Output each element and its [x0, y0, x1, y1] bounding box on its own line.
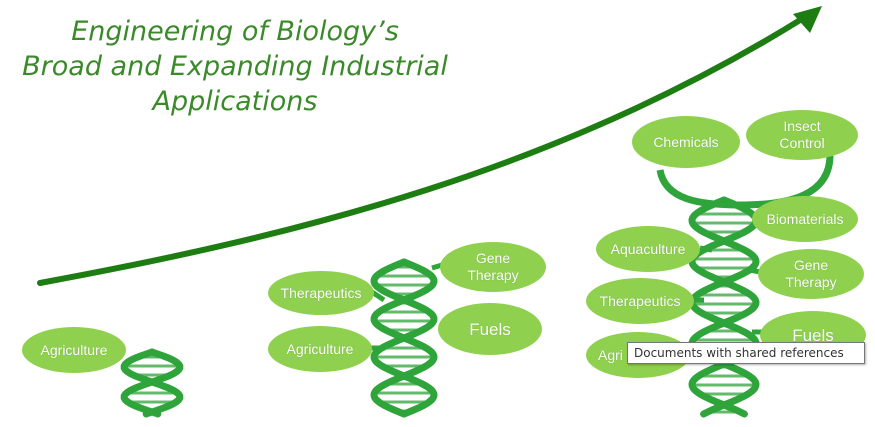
bubble-gene-therapy-stage3: Gene Therapy — [758, 249, 864, 299]
helix-strand — [120, 348, 184, 418]
bubble-biomaterials: Biomaterials — [752, 196, 858, 242]
title-line-3: Applications — [152, 86, 318, 117]
growth-arrow-head — [793, 6, 822, 33]
helix-connector — [370, 289, 386, 303]
dna-helix-medium — [370, 258, 438, 418]
dna-helix-large — [370, 196, 762, 418]
helix-strand — [688, 196, 760, 418]
bubble-therapeutics-stage3: Therapeutics — [586, 278, 694, 324]
helix-top-loop — [656, 154, 834, 209]
bubble-fuels-stage2: Fuels — [438, 303, 542, 355]
dna-helix-small — [120, 348, 184, 418]
title-line-1: Engineering of Biology’s — [71, 16, 399, 47]
title-line-2: Broad and Expanding Industrial — [22, 51, 448, 82]
helix-strand — [370, 258, 438, 418]
helix-connector — [699, 245, 713, 253]
bubble-chemicals: Chemicals — [632, 116, 740, 168]
bubble-therapeutics-stage2: Therapeutics — [268, 271, 374, 315]
hover-tooltip: Documents with shared references — [627, 342, 865, 364]
bubble-insect-control: Insect Control — [746, 110, 858, 160]
growth-arrow — [37, 14, 808, 286]
bubble-agriculture-stage1: Agriculture — [22, 327, 126, 373]
bubble-aquaculture: Aquaculture — [596, 226, 700, 272]
diagram-title: Engineering of Biology’s Broad and Expan… — [20, 14, 450, 119]
helix-strand — [688, 196, 760, 418]
bubble-gene-therapy-stage2: Gene Therapy — [440, 242, 546, 292]
bubble-agriculture-stage2: Agriculture — [268, 326, 372, 372]
